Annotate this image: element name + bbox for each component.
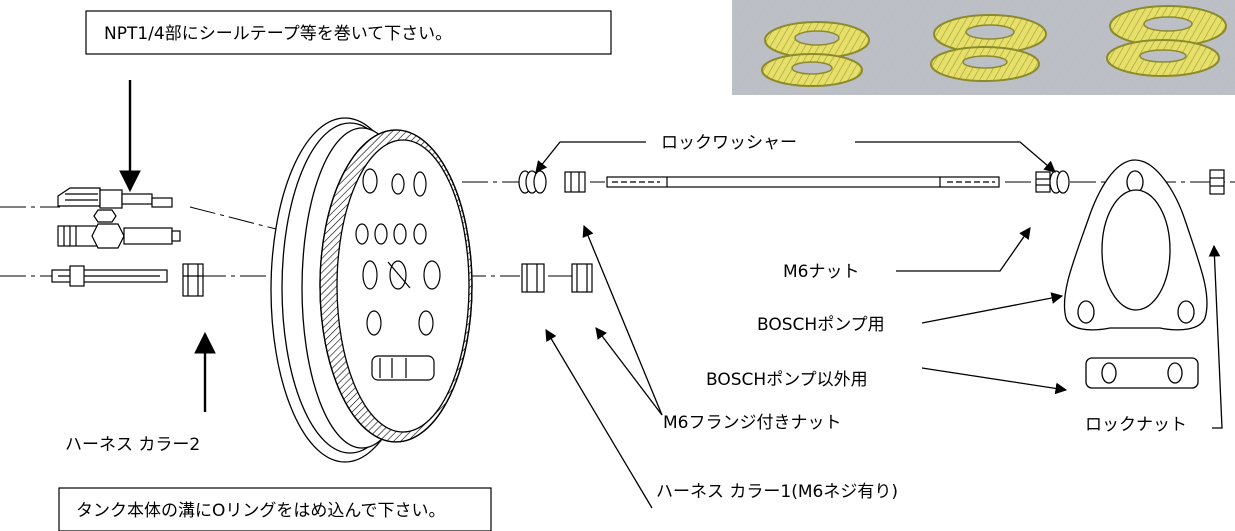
stud-rod [606, 176, 1000, 188]
harness-collar-2-label: ハーネス カラー2 [65, 435, 200, 455]
lock-nut-part [1209, 169, 1225, 195]
m6-nut-part [1035, 171, 1051, 193]
lock-washer-right-leader [855, 141, 1056, 173]
m6-nut-leader [896, 227, 1031, 272]
bottom-note-box: タンク本体の溝にOリングをはめ込んで下さい。 [58, 487, 492, 531]
npt-fitting [57, 187, 173, 223]
lock-washer-left [518, 170, 547, 194]
harness-collar-1-leader [545, 328, 653, 509]
non-bosch-pump-plate [1085, 357, 1199, 389]
long-bolt-left [51, 265, 168, 287]
m6-nut-label: M6ナット [783, 262, 859, 282]
lock-washer-label: ロックワッシャー [661, 133, 797, 153]
washer-photo-3 [1106, 5, 1227, 77]
harness-collar-1-part [521, 263, 545, 293]
pump-mount-bracket [371, 355, 435, 381]
bosch-pump-leader [921, 292, 1064, 324]
non-bosch-pump-label: BOSCHポンプ以外用 [706, 370, 868, 390]
lock-washer-photo [732, 0, 1235, 95]
lock-washer-right [1049, 170, 1070, 194]
flange-holes [355, 168, 441, 336]
bosch-pump-plate [1063, 159, 1208, 331]
lock-washer-left-leader [535, 141, 646, 173]
bosch-pump-label: BOSCHポンプ用 [757, 315, 885, 335]
lock-nut-leader [1208, 244, 1223, 429]
lock-nut-label: ロックナット [1085, 415, 1187, 435]
centerlines [0, 181, 1235, 277]
flange-nut-leader-upper [582, 224, 663, 416]
non-bosch-pump-leader [921, 367, 1068, 395]
flange-nut-upper [564, 171, 586, 193]
harness-collar-1-label: ハーネス カラー1(M6ネジ有り) [656, 482, 898, 502]
bulkhead-fitting [57, 223, 181, 249]
harness-collar-2-part [182, 263, 204, 297]
washer-photo-1 [761, 21, 870, 87]
top-note-text: NPT1/4部にシールテープ等を巻いて下さい。 [104, 24, 452, 44]
flange-nut-label: M6フランジ付きナット [663, 413, 841, 433]
bottom-note-text: タンク本体の溝にOリングをはめ込んで下さい。 [76, 501, 446, 521]
top-note-box: NPT1/4部にシールテープ等を巻いて下さい。 [85, 10, 612, 55]
flange-nut-lower [571, 263, 593, 293]
washer-photo-2 [930, 14, 1047, 82]
flange-nut-leader-lower [595, 327, 663, 416]
